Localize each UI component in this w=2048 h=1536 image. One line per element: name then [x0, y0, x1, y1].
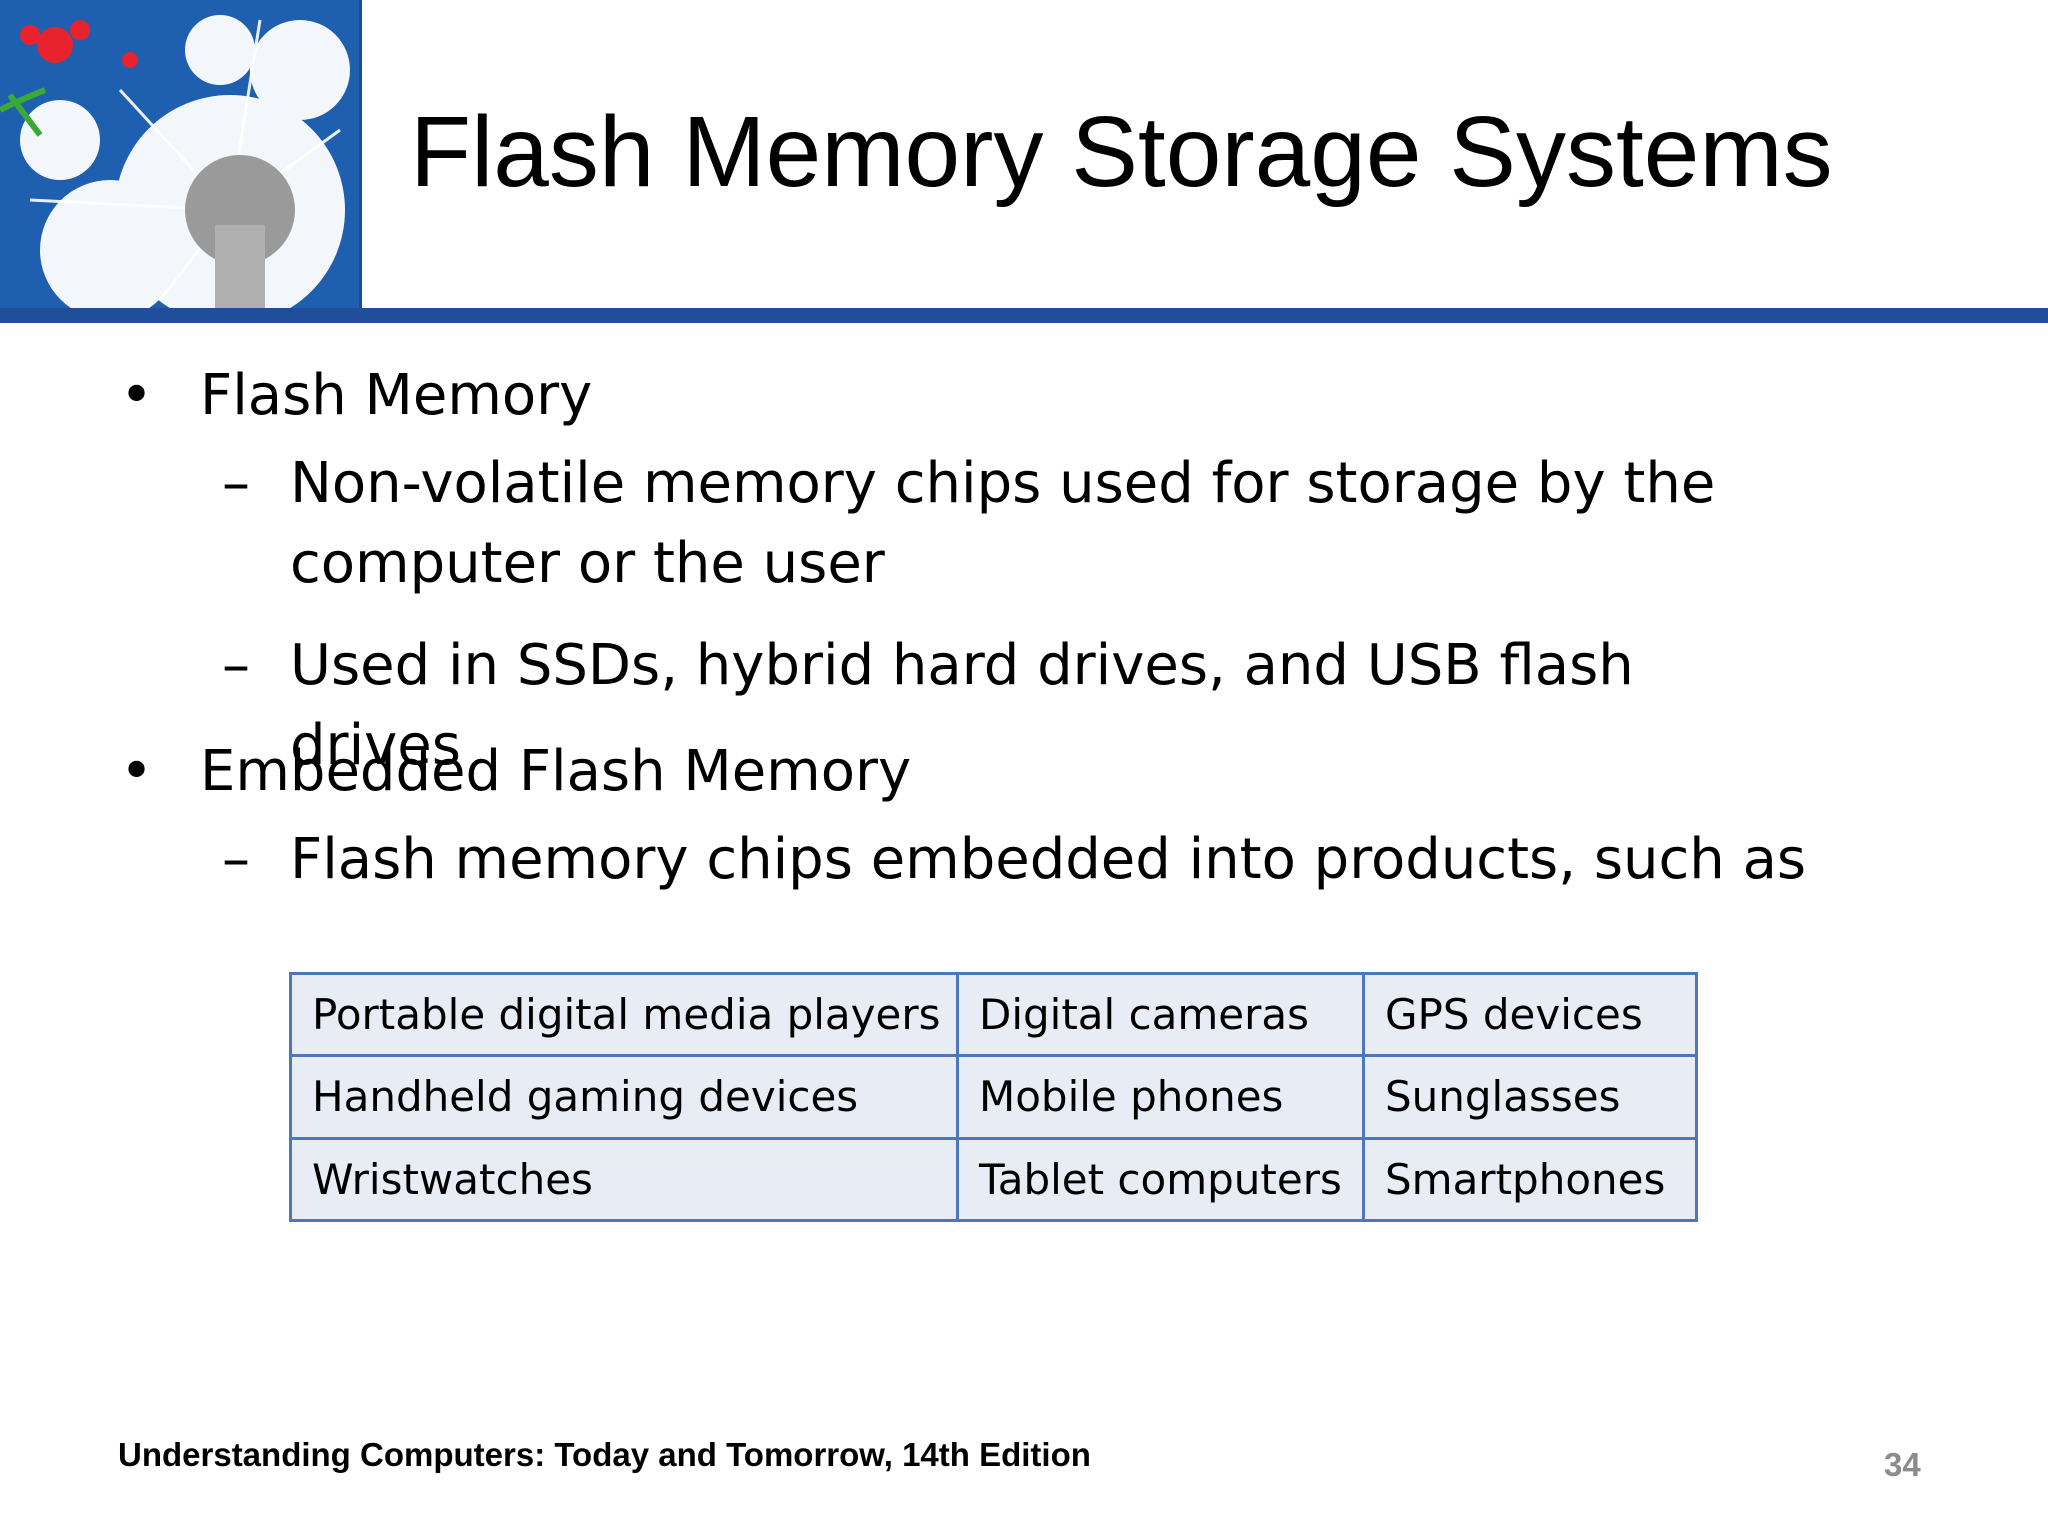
- table-row: Portable digital media players Digital c…: [289, 971, 1698, 1058]
- bullet-text: Flash Memory: [200, 363, 593, 428]
- sub-bullet-item: – Used in SSDs, hybrid hard drives, and …: [222, 626, 1810, 786]
- table-cell: Mobile phones: [956, 1054, 1365, 1140]
- table-cell: Portable digital media players: [289, 971, 959, 1058]
- table-cell: Digital cameras: [956, 971, 1365, 1058]
- sub-bullet-marker: –: [222, 633, 250, 698]
- table-cell: GPS devices: [1362, 971, 1698, 1058]
- bullet-item: • Embedded Flash Memory: [120, 732, 912, 812]
- slide-title: Flash Memory Storage Systems: [410, 96, 1833, 208]
- table-cell: Tablet computers: [956, 1136, 1365, 1223]
- bullet-marker: •: [120, 739, 154, 804]
- sub-bullet-marker: –: [222, 827, 250, 892]
- sub-bullet-marker: –: [222, 451, 250, 516]
- header-bar: [0, 308, 2048, 323]
- table-cell: Wristwatches: [289, 1136, 959, 1223]
- page-number: 34: [1884, 1446, 1921, 1483]
- bullet-marker: •: [120, 363, 154, 428]
- sub-bullet-text: Used in SSDs, hybrid hard drives, and US…: [290, 633, 1634, 778]
- table-cell: Handheld gaming devices: [289, 1054, 959, 1140]
- logo-divider: [359, 0, 362, 308]
- dandelion-logo-icon: [0, 0, 360, 308]
- embedded-products-table: Portable digital media players Digital c…: [289, 971, 1698, 1223]
- table-row: Wristwatches Tablet computers Smartphone…: [289, 1136, 1698, 1223]
- sub-bullet-item: – Non-volatile memory chips used for sto…: [222, 444, 1810, 604]
- sub-bullet-text: Flash memory chips embedded into product…: [290, 827, 1807, 892]
- table-cell: Smartphones: [1362, 1136, 1698, 1223]
- table-row: Handheld gaming devices Mobile phones Su…: [289, 1054, 1698, 1140]
- bullet-text: Embedded Flash Memory: [200, 739, 912, 804]
- footer-text: Understanding Computers: Today and Tomor…: [118, 1436, 1091, 1473]
- sub-bullet-text: Non-volatile memory chips used for stora…: [290, 451, 1716, 596]
- bullet-item: • Flash Memory: [120, 356, 593, 436]
- table-cell: Sunglasses: [1362, 1054, 1698, 1140]
- sub-bullet-item: – Flash memory chips embedded into produ…: [222, 820, 1810, 900]
